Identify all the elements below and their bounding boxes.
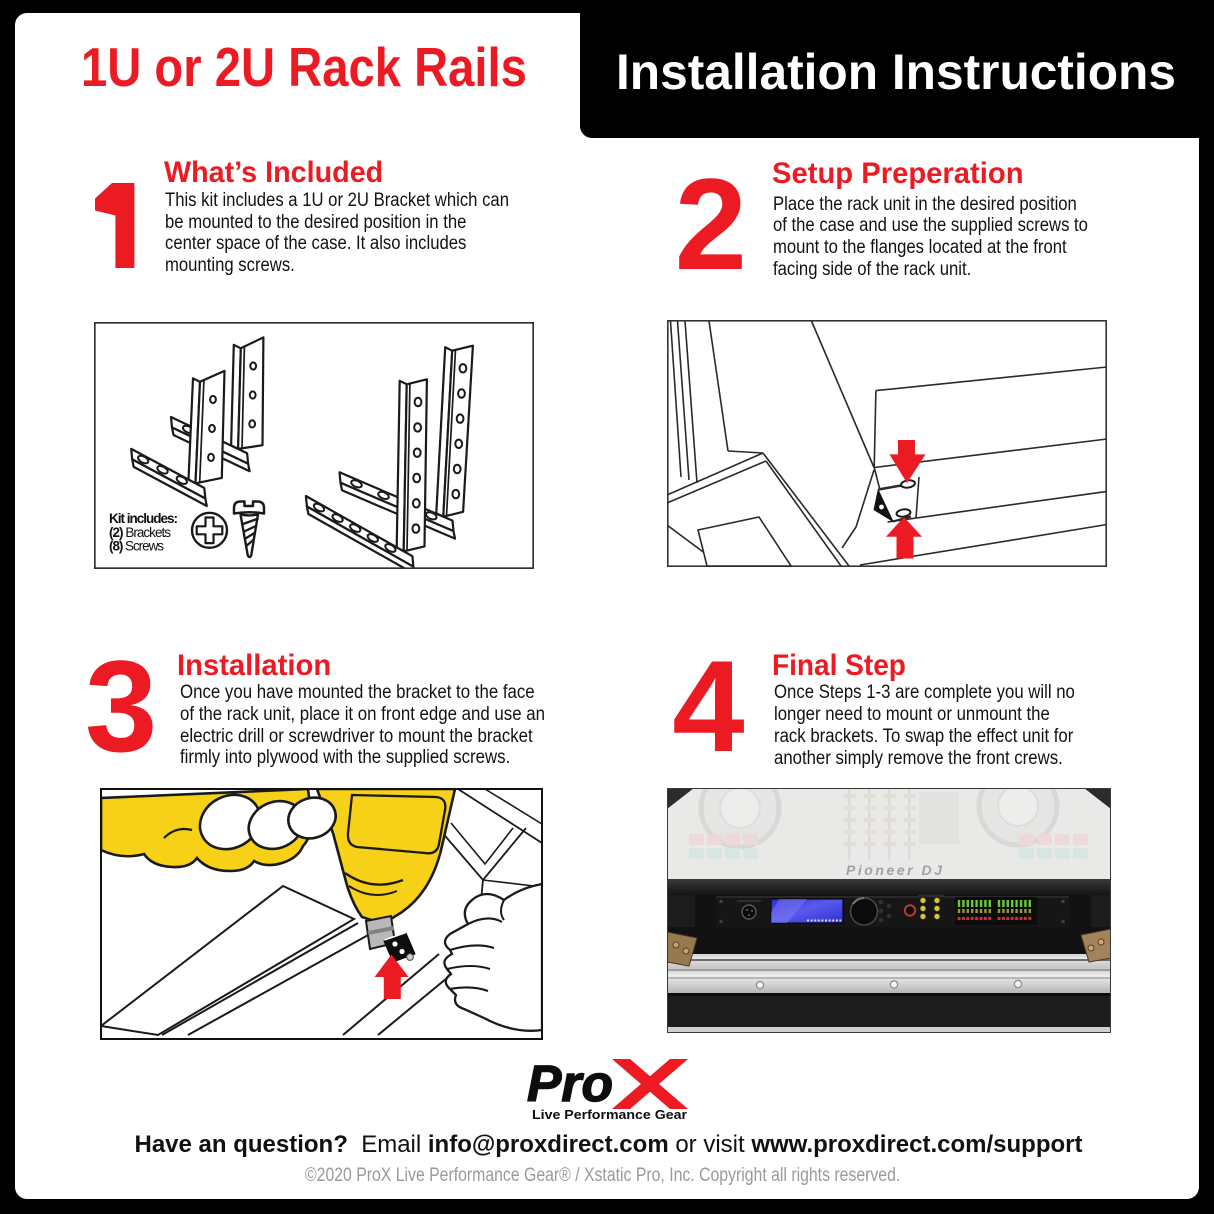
svg-text:Pro: Pro bbox=[527, 1055, 613, 1112]
svg-text:(2) Brackets: (2) Brackets bbox=[109, 525, 171, 540]
svg-text:Kit includes:: Kit includes: bbox=[109, 511, 178, 526]
svg-text:Pioneer DJ: Pioneer DJ bbox=[846, 862, 944, 878]
svg-text:Live Performance Gear: Live Performance Gear bbox=[532, 1108, 687, 1122]
svg-text:(8) Screws: (8) Screws bbox=[109, 539, 164, 554]
